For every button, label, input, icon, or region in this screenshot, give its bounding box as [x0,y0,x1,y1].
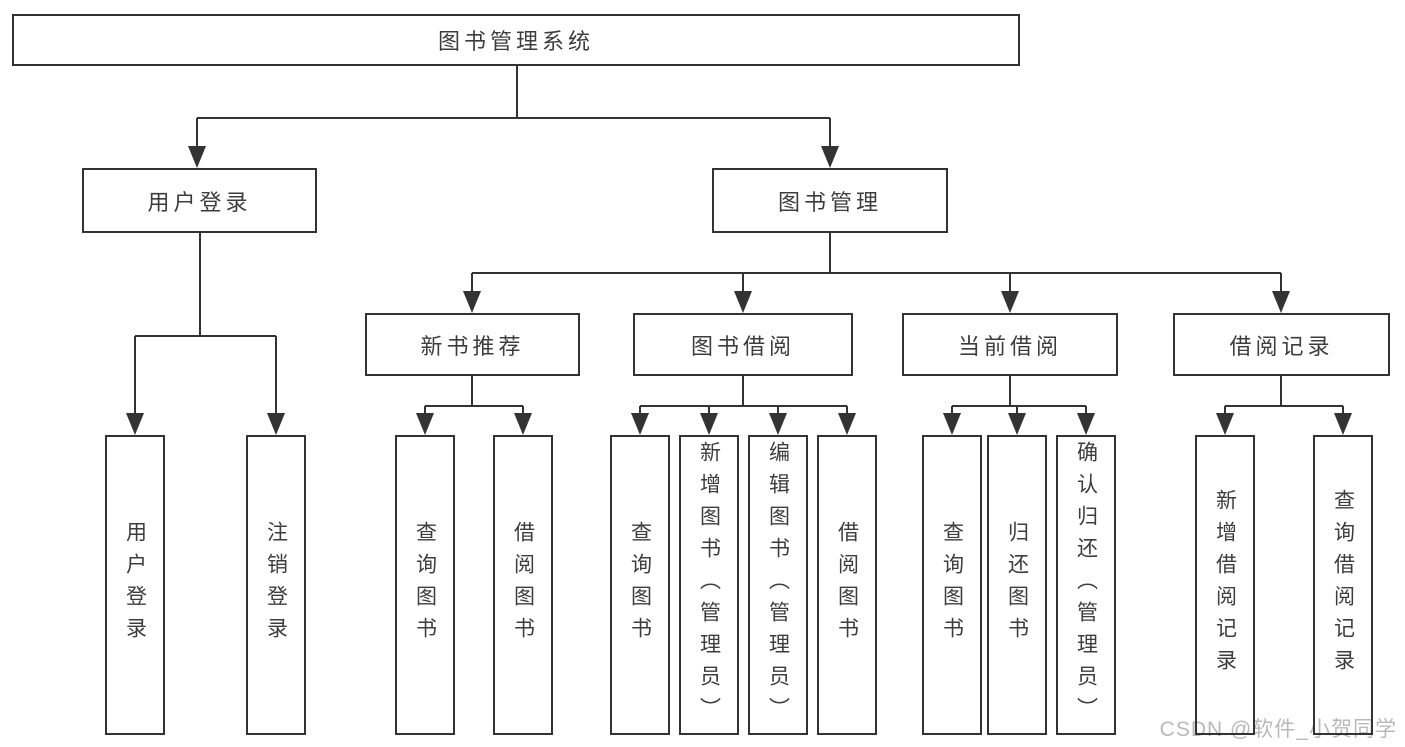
leaf-add-borrow-record: 新增借阅记录 [1195,435,1255,735]
leaf-edit-books-admin: 编辑图书（管理员） [748,435,808,735]
leaf-confirm-return-admin: 确认归还（管理员） [1056,435,1116,735]
node-book-borrow: 图书借阅 [633,313,853,376]
node-user-login: 用户登录 [82,168,317,233]
leaf-borrow-books: 借阅图书 [817,435,877,735]
leaf-return-books: 归还图书 [987,435,1047,735]
leaf-query-books-borrow: 查询图书 [610,435,670,735]
leaf-query-books-recommend: 查询图书 [395,435,455,735]
node-new-book-recommend: 新书推荐 [365,313,580,376]
node-book-management: 图书管理 [712,168,948,233]
csdn-watermark: CSDN @软件_小贺同学 [1159,718,1397,741]
leaf-query-borrow-record: 查询借阅记录 [1313,435,1373,735]
leaf-borrow-books-recommend: 借阅图书 [493,435,553,735]
leaf-add-books-admin: 新增图书（管理员） [679,435,739,735]
leaf-query-books-current: 查询图书 [922,435,982,735]
node-borrow-records: 借阅记录 [1173,313,1390,376]
leaf-logout: 注销登录 [246,435,306,735]
arrowheads [126,146,1352,435]
leaf-user-login: 用户登录 [105,435,165,735]
node-current-borrow: 当前借阅 [902,313,1118,376]
node-library-management-system: 图书管理系统 [12,14,1020,66]
